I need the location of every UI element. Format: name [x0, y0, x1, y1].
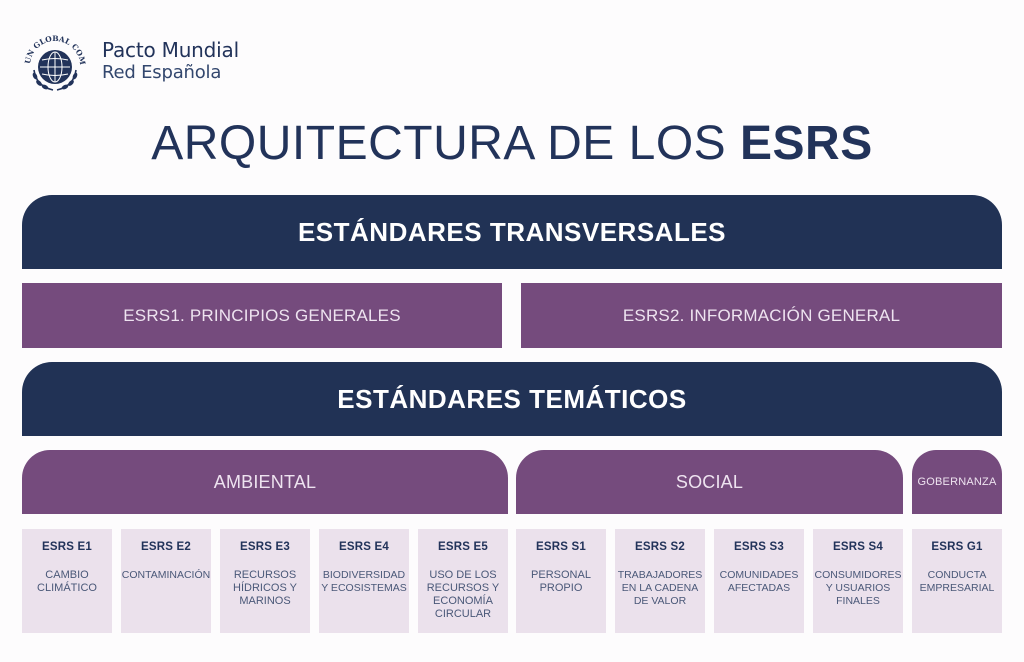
- esrs2-general-information-box: ESRS2. INFORMACIÓN GENERAL: [521, 283, 1002, 348]
- standard-name: CONSUMIDORES Y USUARIOS FINALES: [814, 569, 902, 607]
- standard-tile-e3: ESRS E3 RECURSOS HÍDRICOS Y MARINOS: [220, 529, 310, 633]
- standard-name: CAMBIO CLIMÁTICO: [37, 569, 97, 594]
- standard-code: ESRS G1: [931, 541, 983, 553]
- standard-tile-s4: ESRS S4 CONSUMIDORES Y USUARIOS FINALES: [813, 529, 903, 633]
- standard-code: ESRS E1: [42, 541, 92, 553]
- standard-name: PERSONAL PROPIO: [531, 569, 591, 594]
- standard-tile-e5: ESRS E5 USO DE LOS RECURSOS Y ECONOMÍA C…: [418, 529, 508, 633]
- page-title-light: ARQUITECTURA DE LOS: [151, 117, 741, 170]
- category-environmental-label: AMBIENTAL: [213, 471, 317, 492]
- category-governance: GOBERNANZA: [912, 450, 1002, 514]
- esrs2-label: ESRS2. INFORMACIÓN GENERAL: [622, 305, 901, 325]
- standard-code: ESRS E3: [240, 541, 290, 553]
- thematic-header-label: ESTÁNDARES TEMÁTICOS: [337, 383, 687, 414]
- thematic-standards-header: ESTÁNDARES TEMÁTICOS: [22, 362, 1002, 436]
- standard-tile-e1: ESRS E1 CAMBIO CLIMÁTICO: [22, 529, 112, 633]
- standard-name: RECURSOS HÍDRICOS Y MARINOS: [233, 569, 297, 607]
- standard-code: ESRS E5: [438, 541, 488, 553]
- category-social-label: SOCIAL: [675, 471, 744, 492]
- esrs1-general-principles-box: ESRS1. PRINCIPIOS GENERALES: [22, 283, 502, 348]
- standard-name: CONTAMINACIÓN: [121, 569, 211, 581]
- organization-name: Pacto Mundial Red Española: [102, 38, 239, 84]
- standard-code: ESRS S2: [635, 541, 685, 553]
- standard-name: BIODIVERSIDAD Y ECOSISTEMAS: [321, 569, 407, 594]
- standard-tile-s1: ESRS S1 PERSONAL PROPIO: [516, 529, 606, 633]
- logo-title: Pacto Mundial: [102, 38, 239, 62]
- category-governance-label: GOBERNANZA: [917, 476, 997, 488]
- standard-code: ESRS E2: [141, 541, 191, 553]
- standard-name: USO DE LOS RECURSOS Y ECONOMÍA CIRCULAR: [426, 569, 500, 620]
- transversal-standards-header: ESTÁNDARES TRANSVERSALES: [22, 195, 1002, 269]
- standard-name: TRABAJADORES EN LA CADENA DE VALOR: [617, 569, 703, 607]
- category-environmental: AMBIENTAL: [22, 450, 508, 514]
- standard-code: ESRS S4: [833, 541, 883, 553]
- standard-tile-e4: ESRS E4 BIODIVERSIDAD Y ECOSISTEMAS: [319, 529, 409, 633]
- esrs1-label: ESRS1. PRINCIPIOS GENERALES: [123, 305, 401, 325]
- standard-name: COMUNIDADES AFECTADAS: [719, 569, 799, 594]
- standard-tile-s3: ESRS S3 COMUNIDADES AFECTADAS: [714, 529, 804, 633]
- un-global-compact-logo-icon: UN GLOBAL COMPACT: [18, 25, 88, 96]
- standard-tile-g1: ESRS G1 CONDUCTA EMPRESARIAL: [912, 529, 1002, 633]
- standard-code: ESRS S1: [536, 541, 586, 553]
- standard-tile-e2: ESRS E2 CONTAMINACIÓN: [121, 529, 211, 633]
- transversal-header-label: ESTÁNDARES TRANSVERSALES: [297, 216, 727, 247]
- category-social: SOCIAL: [516, 450, 903, 514]
- logo-subtitle: Red Española: [102, 62, 222, 83]
- standard-tile-s2: ESRS S2 TRABAJADORES EN LA CADENA DE VAL…: [615, 529, 705, 633]
- standard-code: ESRS E4: [339, 541, 389, 553]
- page-title-bold: ESRS: [740, 117, 873, 170]
- standard-name: CONDUCTA EMPRESARIAL: [919, 569, 995, 594]
- standard-code: ESRS S3: [734, 541, 784, 553]
- page-title: ARQUITECTURA DE LOS ESRS: [0, 116, 1024, 171]
